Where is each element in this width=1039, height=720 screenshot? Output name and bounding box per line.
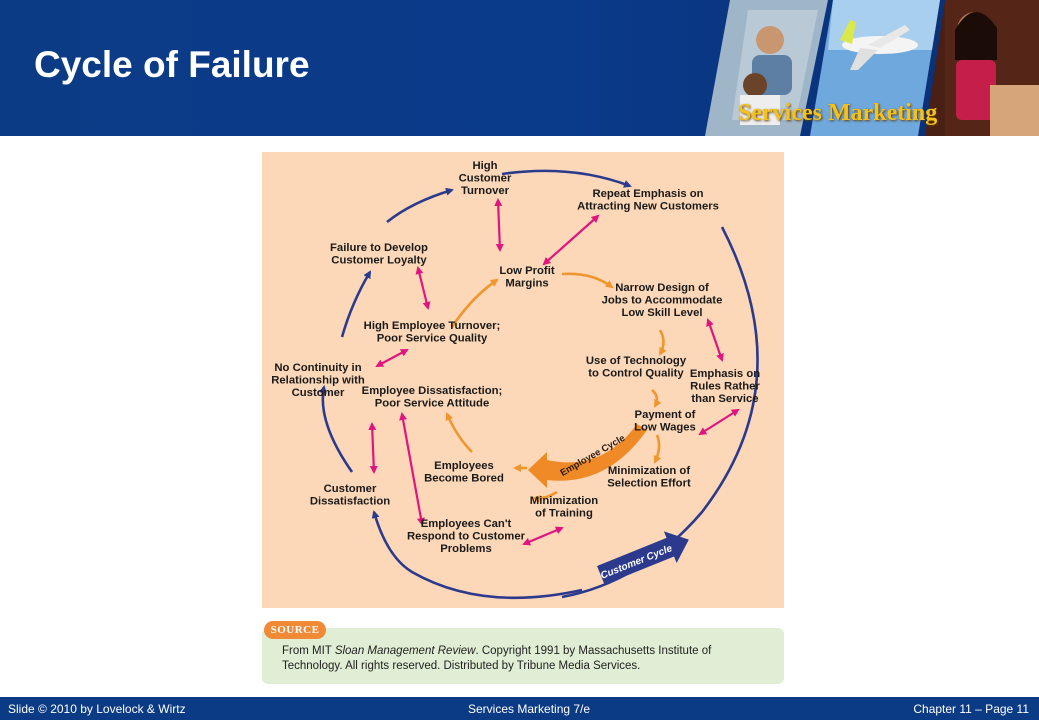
footer-copyright: Slide © 2010 by Lovelock & Wirtz <box>8 702 186 716</box>
node-label-line: Use of Technology <box>586 355 687 367</box>
link-arrows <box>368 198 740 546</box>
slide-header: Cycle of Failure Services Marketing <box>0 0 1039 136</box>
cycle-of-failure-figure: Customer Cycle Employee Cycle <box>262 152 784 608</box>
node-label-line: High <box>472 160 497 172</box>
footer-page: Chapter 11 – Page 11 <box>913 702 1029 716</box>
node-label-line: Payment of <box>635 409 696 421</box>
node-label-line: Poor Service Attitude <box>375 398 489 410</box>
node-label-line: Minimization of <box>608 465 690 477</box>
node-label-line: Low Wages <box>634 422 696 434</box>
node-label-line: Repeat Emphasis on <box>592 188 703 200</box>
source-prefix: From MIT <box>282 645 335 657</box>
node-label-line: Low Skill Level <box>622 307 703 319</box>
node-label-line: Relationship with <box>271 375 365 387</box>
customer-cycle-arrows <box>318 169 759 600</box>
node-label-line: Employees Can't <box>421 518 512 530</box>
node-label-line: Turnover <box>461 185 510 197</box>
node-label-line: No Continuity in <box>274 362 361 374</box>
source-rest: . Copyright 1991 by Massachusetts Instit… <box>282 645 712 672</box>
node-label-line: Margins <box>505 278 548 290</box>
node-label-line: Attracting New Customers <box>577 201 719 213</box>
node-label-line: Respond to Customer <box>407 531 526 543</box>
header-photo-collage <box>705 0 1039 136</box>
source-journal: Sloan Management Review <box>334 645 476 657</box>
slide-title: Cycle of Failure <box>34 44 310 85</box>
node-label-line: Customer Loyalty <box>331 255 427 267</box>
footer-course: Services Marketing 7/e <box>468 702 591 716</box>
node-label-line: Customer <box>324 483 377 495</box>
node-label-line: Selection Effort <box>607 478 691 490</box>
node-label-line: Become Bored <box>424 473 504 485</box>
node-label-line: than Service <box>691 393 758 405</box>
node-employee-dissatisfaction: Employee Dissatisfaction;Poor Service At… <box>362 385 503 410</box>
source-box <box>262 628 784 684</box>
node-label-line: of Training <box>535 508 593 520</box>
node-label-line: to Control Quality <box>588 368 684 380</box>
node-label-line: High Employee Turnover; <box>364 320 501 332</box>
node-label-line: Problems <box>440 543 491 555</box>
node-label-line: Customer <box>292 387 345 399</box>
node-label-line: Employees <box>434 460 494 472</box>
node-label-line: Emphasis on <box>690 368 760 380</box>
node-label-line: Minimization <box>530 495 599 507</box>
node-high-employee-turnover: High Employee Turnover;Poor Service Qual… <box>364 320 501 345</box>
node-label-line: Rules Rather <box>690 381 760 393</box>
node-label-line: Low Profit <box>499 265 554 277</box>
node-label-line: Failure to Develop <box>330 242 428 254</box>
node-label-line: Narrow Design of <box>615 282 709 294</box>
node-label-line: Poor Service Quality <box>377 333 488 345</box>
cycle-diagram: Customer Cycle Employee Cycle <box>271 160 760 600</box>
node-label-line: Customer <box>459 173 512 185</box>
slide-footer: Slide © 2010 by Lovelock & Wirtz Service… <box>0 697 1039 720</box>
node-label-line: Employee Dissatisfaction; <box>362 385 503 397</box>
employee-cycle-arrows <box>445 272 667 504</box>
brand-logo-text: Services Marketing <box>738 100 938 126</box>
source-text: From MIT Sloan Management Review. Copyri… <box>282 644 774 674</box>
node-label-line: Dissatisfaction <box>310 496 390 508</box>
node-label-line: Jobs to Accommodate <box>602 295 723 307</box>
source-tag: SOURCE <box>264 621 326 639</box>
